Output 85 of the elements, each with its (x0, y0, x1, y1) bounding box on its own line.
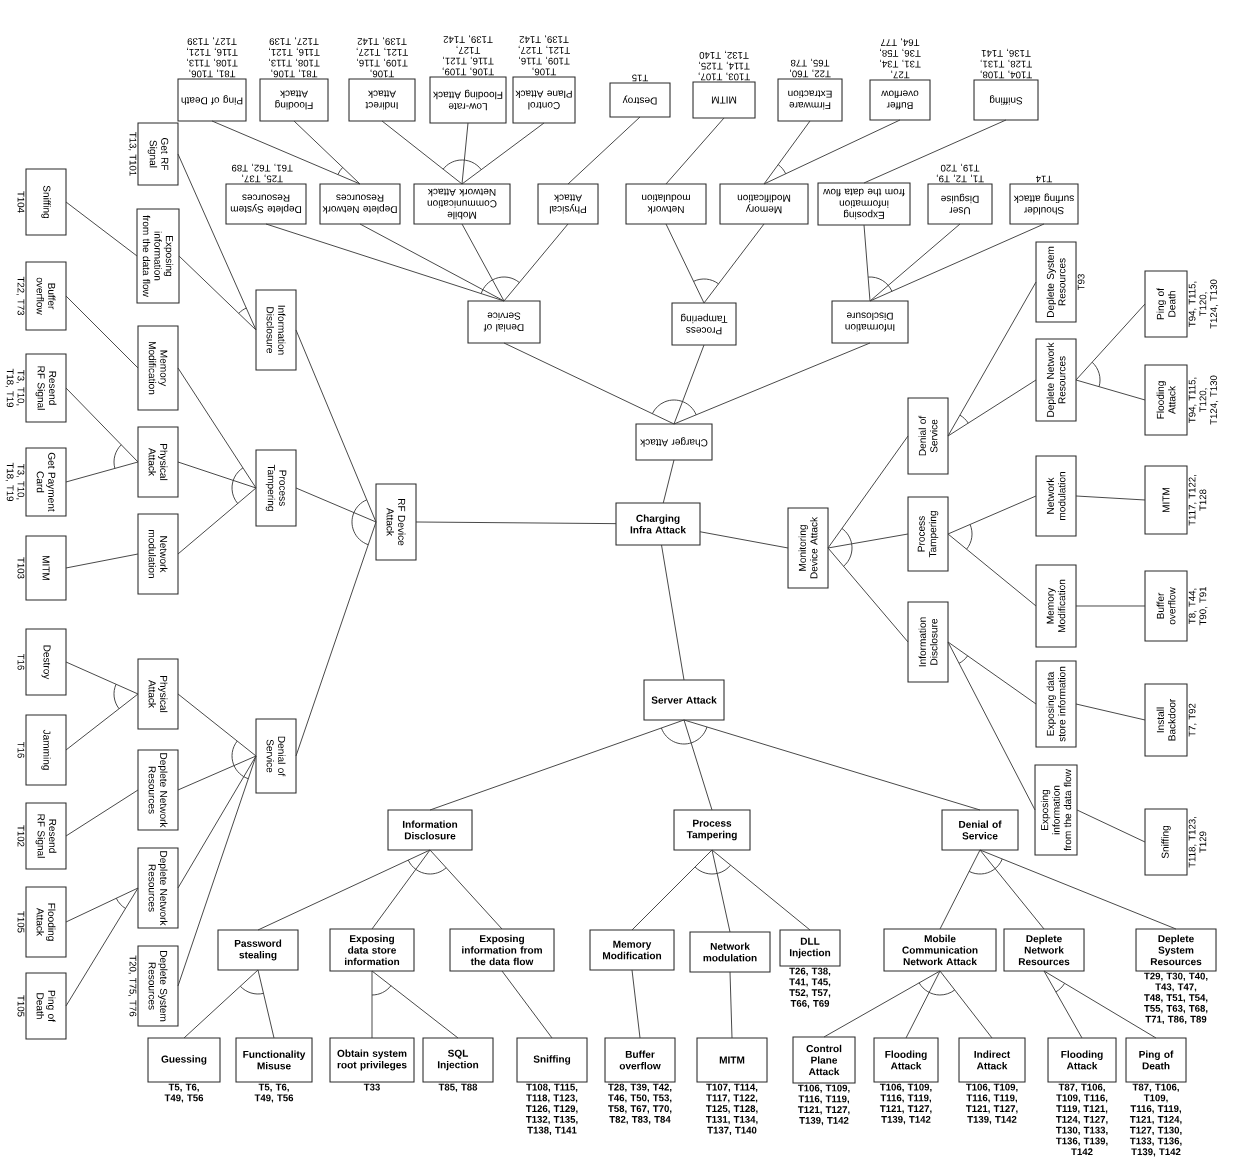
connector-line (177, 153, 257, 331)
connector-line (461, 122, 545, 185)
connector-line (939, 970, 993, 1039)
connector-line (1075, 605, 1146, 607)
connector-line (177, 367, 257, 489)
connector-line (65, 553, 139, 569)
connector-line (65, 661, 139, 695)
connector-line (65, 387, 139, 463)
connector-line (979, 849, 1045, 930)
connector-line (665, 117, 725, 185)
connector-line (177, 693, 257, 757)
connector-line (683, 719, 981, 811)
connector-line (359, 223, 505, 302)
connector-line (177, 461, 257, 489)
connector-line (503, 223, 569, 302)
connector-line (699, 531, 789, 549)
connector-line (673, 344, 705, 425)
connector-line (1075, 703, 1146, 721)
connector-line (683, 719, 713, 811)
connector-line (371, 970, 373, 1039)
connector-line (257, 969, 275, 1039)
connector-line (461, 223, 505, 302)
connector-line (869, 223, 961, 302)
connector-line (293, 120, 361, 185)
connector-line (65, 789, 139, 837)
connector-line (763, 119, 901, 185)
connector-line (1076, 809, 1146, 843)
connector-line (827, 547, 909, 643)
connector-line (371, 849, 431, 930)
connector-line (711, 849, 731, 933)
connector-line (631, 969, 641, 1039)
connector-line (371, 970, 459, 1039)
connector-line (661, 544, 685, 681)
connector-line (65, 461, 139, 483)
connector-line (65, 887, 139, 1007)
connector-line (947, 533, 1037, 607)
connector-line (461, 122, 469, 185)
connector-line (415, 521, 617, 525)
connector-line (631, 849, 713, 931)
connector-line (503, 342, 675, 425)
connector-line (1075, 303, 1146, 381)
connector-line (947, 641, 1037, 705)
connector-line (567, 116, 641, 185)
connector-line (823, 970, 941, 1038)
connector-line (65, 887, 139, 923)
connector-line (381, 120, 463, 185)
connector-line (763, 120, 811, 185)
connector-line (211, 120, 361, 185)
connector-line (295, 487, 377, 523)
connector-line (863, 224, 871, 302)
connector-line (905, 970, 941, 1039)
connector-line (662, 459, 675, 504)
connector-line (265, 223, 505, 302)
connector-line (729, 971, 733, 1039)
connector-line (979, 849, 1177, 930)
connector-line (1043, 970, 1157, 1039)
connector-line (177, 755, 257, 791)
connector-line (827, 435, 909, 549)
connector-line (947, 641, 1036, 811)
connector-line (429, 719, 685, 811)
connector-line (501, 970, 553, 1039)
connector-line (177, 487, 257, 555)
connector-line (711, 849, 811, 931)
connector-line (947, 495, 1037, 535)
connector-line (1043, 970, 1083, 1039)
connector-line (947, 281, 1037, 437)
connector-line (665, 223, 705, 304)
connector-line (65, 295, 139, 369)
connector-line (827, 533, 909, 549)
connector-line (947, 379, 1037, 437)
connector-line (177, 755, 257, 889)
connector-line (65, 201, 138, 257)
connector-line (863, 119, 1007, 184)
connector-line (1075, 495, 1146, 501)
connector-line (257, 849, 431, 931)
connector-line (703, 223, 765, 304)
connector-line (295, 521, 377, 757)
connector-line (429, 849, 503, 930)
connector-line (65, 693, 139, 751)
connector-line (178, 255, 257, 331)
connector-line (295, 329, 377, 523)
connector-line (939, 849, 981, 930)
connector-line (673, 342, 871, 425)
connector-line (177, 755, 257, 987)
connector-line (1075, 379, 1146, 401)
